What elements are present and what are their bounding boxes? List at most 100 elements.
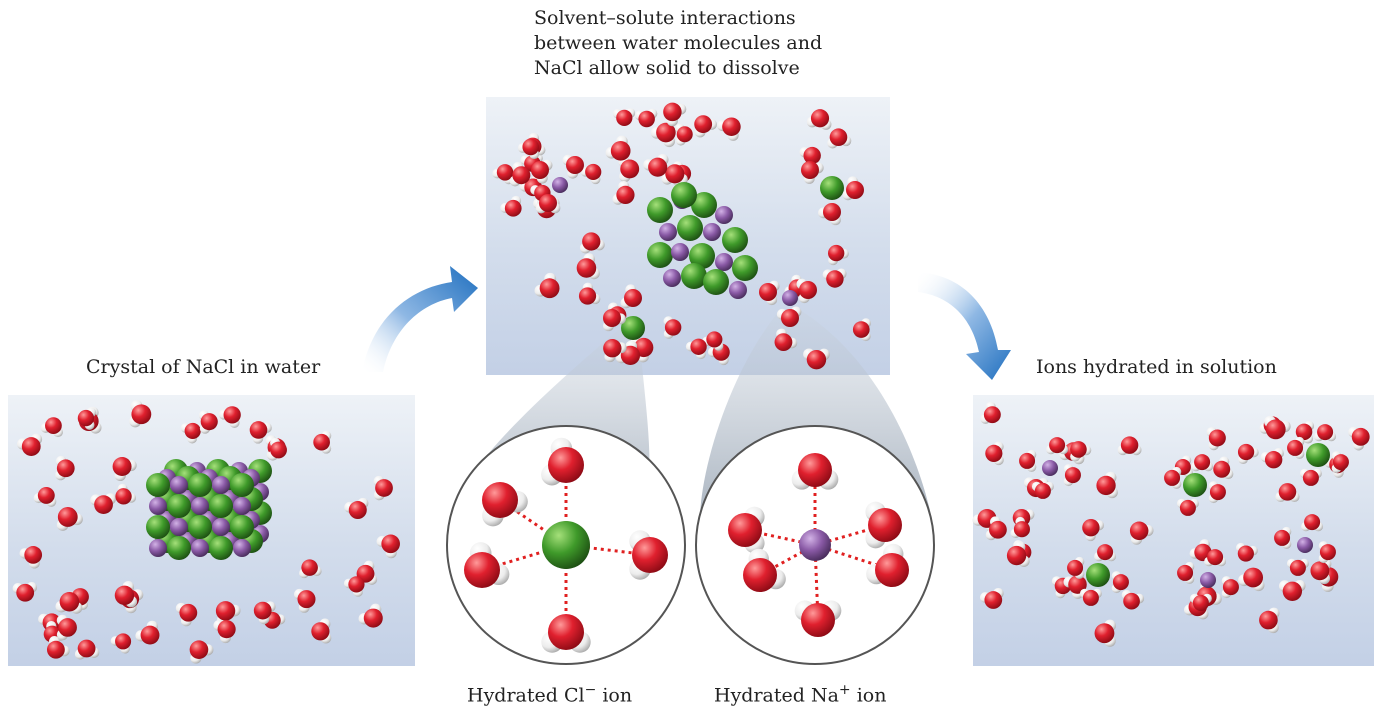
oxygen-atom [522, 138, 540, 156]
water-molecule [661, 164, 688, 186]
chloride-ion [647, 242, 673, 268]
oxygen-atom [548, 614, 584, 650]
oxygen-atom [512, 166, 531, 185]
water-molecule [1348, 426, 1370, 451]
oxygen-atom [57, 507, 78, 527]
oxygen-atom [179, 603, 198, 622]
oxygen-atom [1019, 452, 1036, 469]
oxygen-atom [632, 537, 668, 573]
oxygen-atom [665, 164, 685, 184]
oxygen-atom [1289, 559, 1306, 576]
right-curved-arrow [918, 272, 1011, 380]
chloride-ion [677, 215, 703, 241]
oxygen-atom [1265, 419, 1286, 440]
water-molecule [1286, 558, 1309, 576]
water-molecule [818, 203, 841, 226]
oxygen-atom [1129, 521, 1149, 541]
oxygen-atom [140, 625, 160, 645]
water-molecule [1260, 448, 1284, 469]
oxygen-atom [1264, 451, 1283, 469]
oxygen-atom [1194, 454, 1211, 471]
water-molecule [612, 180, 635, 205]
oxygen-atom [663, 102, 682, 122]
water-molecule [249, 421, 272, 444]
oxygen-atom [1332, 454, 1349, 471]
water-molecule [115, 483, 137, 505]
oxygen-atom [217, 620, 236, 639]
water-molecule [842, 176, 864, 201]
ion-dipole-interaction [813, 544, 820, 621]
na-caption-prefix: Hydrated Na [714, 684, 839, 707]
oxygen-atom [566, 156, 584, 174]
oxygen-atom [984, 591, 1003, 609]
cl-caption-suffix: ion [596, 684, 633, 707]
water-molecule [1176, 498, 1199, 516]
oxygen-atom [348, 501, 367, 520]
oxygen-atom [1164, 469, 1181, 486]
oxygen-atom [806, 350, 827, 370]
chloride-ion [167, 536, 191, 560]
oxygen-atom [504, 199, 522, 217]
water-molecule [717, 117, 741, 141]
oxygen-atom [94, 495, 113, 515]
oxygen-atom [664, 319, 682, 336]
sodium-ion [170, 476, 188, 494]
water-molecule [294, 588, 316, 613]
chloride-ion [689, 243, 715, 269]
oxygen-atom [875, 553, 909, 587]
sodium-ion [212, 518, 230, 536]
sodium-ion [799, 529, 831, 561]
water-molecule [774, 328, 798, 352]
water-molecule [1129, 521, 1154, 545]
water-molecule [129, 400, 152, 428]
ion-dipole-interaction [744, 528, 816, 547]
water-molecule [343, 576, 365, 597]
water-molecule [313, 430, 332, 454]
sodium-ion [659, 223, 677, 241]
water-molecule [253, 601, 276, 625]
water-molecule [509, 161, 531, 187]
oxygen-atom [539, 278, 560, 299]
water-molecule [650, 122, 676, 148]
water-molecule [213, 619, 236, 644]
sodium-ion [671, 243, 689, 261]
oxygen-atom [56, 459, 75, 478]
oxygen-atom [77, 639, 96, 658]
oxygen-atom [616, 109, 633, 126]
chloride-ion [621, 316, 645, 340]
water-molecule [299, 559, 322, 579]
oxygen-atom [985, 444, 1003, 462]
oxygen-atom [989, 520, 1007, 539]
water-molecule [40, 417, 63, 438]
water-molecule [198, 410, 218, 434]
water-molecule [1235, 542, 1258, 562]
water-molecule [1206, 427, 1226, 451]
oxygen-atom [801, 161, 819, 179]
oxygen-atom [482, 482, 518, 518]
oxygen-atom [200, 413, 218, 431]
water-molecule [180, 422, 201, 444]
water-molecule [218, 406, 241, 428]
oxygen-atom [603, 339, 622, 358]
water-molecule [33, 486, 57, 507]
oxygen-atom [798, 453, 832, 487]
chloride-ion [1306, 443, 1330, 467]
water-molecule [578, 282, 601, 305]
water-molecule [612, 108, 636, 126]
water-molecule [1191, 454, 1214, 472]
water-molecule [55, 591, 83, 614]
water-molecule [1094, 544, 1117, 562]
oxygen-atom [585, 163, 602, 181]
oxygen-atom [301, 559, 318, 576]
water-molecule [1096, 471, 1118, 499]
oxygen-atom [620, 159, 640, 179]
water-molecule [579, 232, 605, 254]
oxygen-atom [37, 486, 55, 504]
oxygen-atom [24, 546, 43, 564]
water-molecule [1310, 558, 1332, 585]
oxygen-atom [253, 601, 272, 620]
water-molecule [803, 348, 830, 370]
water-molecule [311, 618, 332, 644]
water-molecule [55, 455, 75, 481]
water-molecule [685, 338, 707, 360]
